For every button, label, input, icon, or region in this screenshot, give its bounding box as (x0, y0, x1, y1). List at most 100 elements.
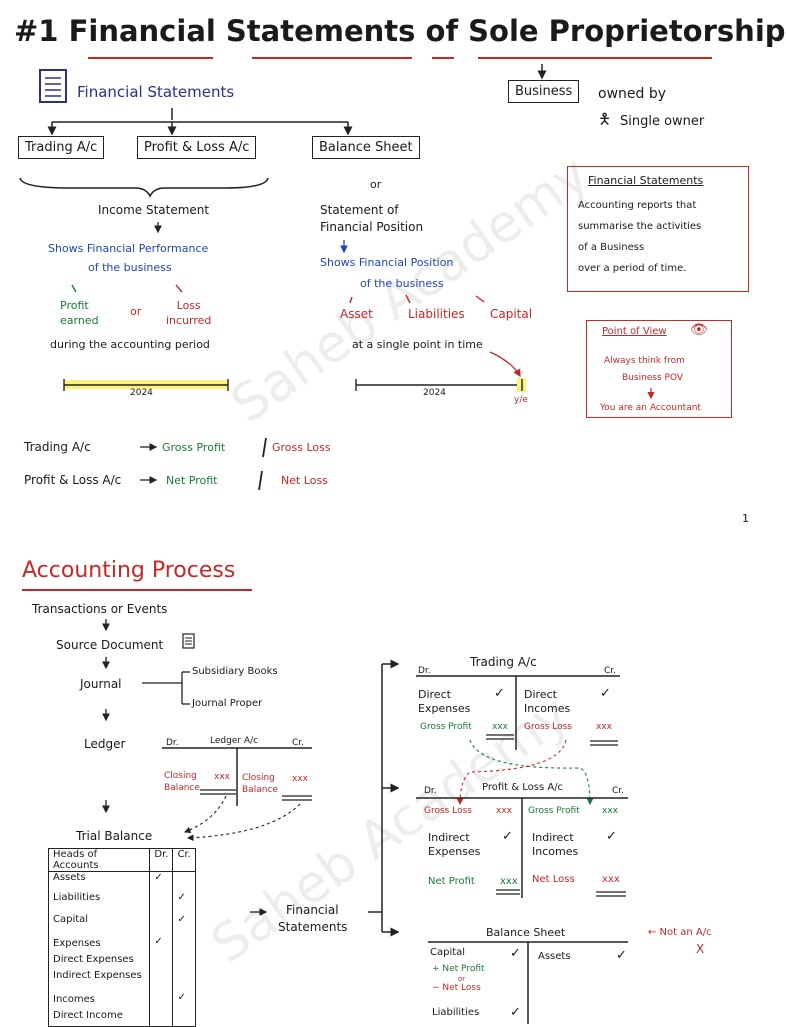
pov-line1: Always think from (604, 356, 685, 366)
table-cell: ✓ (149, 871, 174, 892)
bs-check-capital: ✓ (510, 946, 521, 961)
liabilities-label: Liabilities (408, 307, 465, 321)
step-journal: Journal (80, 677, 122, 691)
table-cell: ✓ (172, 992, 196, 1027)
person-icon: 🯅 (598, 110, 612, 128)
pl-cr: Cr. (612, 786, 625, 796)
definition-line: over a period of time. (578, 263, 687, 274)
shows-performance-line1: Shows Financial Performance (48, 242, 209, 255)
pl-net-profit: Net Profit (428, 876, 475, 887)
profit-earned-label: Profit earned (60, 299, 99, 327)
or-label: or (130, 305, 142, 318)
table-cell: Expenses Direct Expenses Indirect Expens… (47, 936, 151, 992)
title-underline (252, 57, 412, 59)
page-title: #1 Financial Statements of Sole Propriet… (14, 14, 786, 48)
pl-gross-profit: Gross Profit (528, 806, 580, 816)
pov-heading: Point of View (602, 326, 667, 337)
business-box: Business (508, 80, 580, 103)
trading-direct-incomes: Direct Incomes (524, 688, 571, 715)
result-net-profit: Net Profit (166, 474, 218, 487)
ledger-title: Ledger A/c (210, 736, 259, 746)
definition-line: summarise the activities (578, 221, 702, 232)
result-gross-loss: Gross Loss (272, 441, 331, 454)
table-row: Assets✓ (47, 871, 196, 892)
pl-net-loss: Net Loss (532, 874, 575, 885)
title-underline (478, 57, 712, 59)
cross-icon: X (696, 942, 705, 956)
trading-gp-xxx: xxx (492, 722, 508, 732)
single-owner-label: Single owner (620, 114, 705, 129)
bs-check-assets: ✓ (616, 948, 627, 963)
table-header: Dr. (149, 848, 174, 872)
step-source-document: Source Document (56, 638, 164, 652)
step-transactions: Transactions or Events (32, 602, 168, 616)
trading-check-cr: ✓ (600, 686, 611, 701)
bs-title: Balance Sheet (486, 926, 566, 939)
table-cell (149, 914, 174, 936)
table-cell: Assets (47, 871, 151, 892)
year-end-label: y/e (514, 395, 528, 405)
statement-of-label: Statement of (320, 203, 399, 217)
pl-title: Profit & Loss A/c (482, 782, 564, 793)
table-cell: Liabilities (47, 892, 151, 914)
definition-box (567, 166, 749, 292)
step-subsidiary-books: Subsidiary Books (192, 666, 278, 677)
balance-sheet-box: Balance Sheet (312, 136, 420, 159)
capital-label: Capital (490, 307, 533, 321)
income-statement-label: Income Statement (98, 203, 210, 217)
pl-gl-xxx: xxx (496, 806, 512, 816)
timeline-year-left: 2024 (130, 388, 153, 398)
title-underline (432, 57, 454, 59)
profit-loss-ac-box: Profit & Loss A/c (137, 136, 257, 159)
step-trial-balance: Trial Balance (76, 829, 153, 843)
table-cell: Incomes Direct Income (47, 992, 151, 1027)
bs-minus-net-loss: − Net Loss (432, 983, 481, 993)
result-gross-profit: Gross Profit (162, 441, 226, 454)
single-point-label: at a single point in time (352, 338, 483, 351)
loss-incurred-label: Loss incurred (166, 299, 212, 327)
shows-position-line1: Shows Financial Position (320, 256, 454, 269)
pl-gp-xxx: xxx (602, 806, 618, 816)
table-cell: ✓ (172, 914, 196, 936)
title-underline (88, 57, 213, 59)
ledger-xxx-dr: xxx (214, 772, 230, 782)
ledger-xxx-cr: xxx (292, 774, 308, 784)
during-period-label: during the accounting period (50, 338, 210, 351)
definition-line: Accounting reports that (578, 200, 697, 211)
bs-plus-net-profit: + Net Profit (432, 964, 485, 974)
result-trading-label: Trading A/c (24, 440, 91, 454)
financial-position-label: Financial Position (320, 220, 424, 234)
result-pl-label: Profit & Loss A/c (24, 473, 122, 487)
ledger-closing-balance-dr: Closing Balance (164, 771, 200, 793)
table-cell (149, 992, 174, 1027)
bs-capital: Capital (430, 947, 466, 958)
table-row: Capital✓ (47, 914, 196, 936)
pl-nl-xxx: xxx (602, 874, 620, 885)
trading-direct-expenses: Direct Expenses (418, 688, 471, 715)
pl-check-dr: ✓ (502, 829, 513, 844)
table-cell (149, 892, 174, 914)
definition-line: of a Business (578, 242, 645, 253)
trading-dr: Dr. (418, 666, 431, 676)
table-header-row: Heads of Accounts Dr. Cr. (47, 848, 196, 872)
pl-np-xxx: xxx (500, 876, 518, 887)
bs-assets: Assets (538, 951, 571, 962)
table-row: Liabilities✓ (47, 892, 196, 914)
timeline-year-right: 2024 (423, 388, 446, 398)
result-net-loss: Net Loss (281, 474, 328, 487)
trading-check-dr: ✓ (494, 686, 505, 701)
asset-label: Asset (340, 307, 373, 321)
trading-cr: Cr. (604, 666, 617, 676)
pl-indirect-incomes: Indirect Incomes (532, 831, 579, 858)
owned-by-label: owned by (598, 86, 667, 102)
step-financial: Financial (286, 903, 339, 917)
table-cell: ✓ (149, 936, 174, 992)
trading-title: Trading A/c (470, 655, 537, 669)
table-row: Expenses Direct Expenses Indirect Expens… (47, 936, 196, 992)
ledger-dr: Dr. (166, 738, 179, 748)
trading-gl-xxx: xxx (596, 722, 612, 732)
table-row: Incomes Direct Income ✓ (47, 992, 196, 1027)
pov-line2: Business POV (622, 373, 684, 383)
financial-statements-label: Financial Statements (77, 83, 235, 101)
pl-gross-loss: Gross Loss (424, 806, 472, 816)
